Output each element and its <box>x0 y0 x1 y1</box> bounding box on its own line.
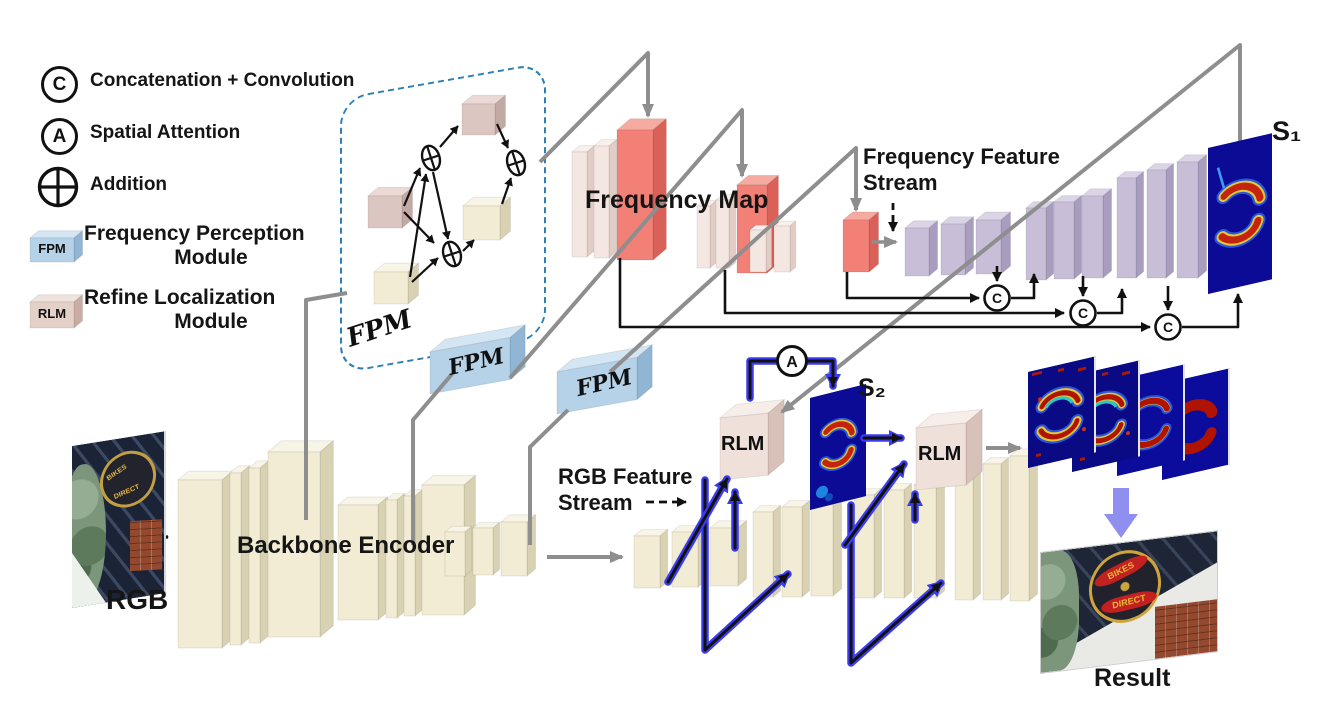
concat-icon: C <box>41 66 78 103</box>
output-map-1 <box>1028 356 1096 468</box>
skip-freq3-to-c1 <box>845 272 980 303</box>
svg-text:C: C <box>1163 319 1173 335</box>
s2-label: S₂ <box>858 374 886 402</box>
skip-freq2-to-c2 <box>723 270 1065 318</box>
gray-connector-wires <box>304 43 1242 563</box>
backbone-encoder-label: Backbone Encoder <box>237 532 455 559</box>
skip-connection-wires <box>140 203 1243 542</box>
fpm-detail-arrows <box>402 123 513 283</box>
attention-icon-letter: A <box>52 125 67 147</box>
concat-icon-letter: C <box>52 73 67 95</box>
addition-icon <box>37 166 79 208</box>
svg-text:C: C <box>992 290 1002 306</box>
legend-rlm-line2: Module <box>174 310 248 333</box>
wire-top-to-rlm1 <box>780 43 1242 414</box>
rgb-stream-label-2: Stream <box>558 490 633 515</box>
arrow-c1-to-purple2 <box>1011 273 1039 300</box>
legend-attention-label: Spatial Attention <box>90 122 241 143</box>
s1-prediction-map <box>1208 133 1272 294</box>
freq-stream-label-1: Frequency Feature <box>863 144 1060 169</box>
freq-stream-label-2: Stream <box>863 170 938 195</box>
legend-concat-label: Concatenation + Convolution <box>90 70 355 91</box>
s2-prediction-map <box>810 384 866 510</box>
legend-fpm-box-label: FPM <box>38 241 66 256</box>
result-arrow-icon <box>1104 488 1138 540</box>
rlm-module-1-label: RLM <box>721 433 765 455</box>
legend-fpm-line2: Module <box>174 246 248 269</box>
concat-node-3: C <box>1154 313 1182 341</box>
concat-node-2: C <box>1069 299 1097 327</box>
legend-fpm-line1: Frequency Perception <box>84 222 305 245</box>
wire-backbone1-to-fpmdetail <box>304 291 348 520</box>
legend-addition-label: Addition <box>90 174 168 195</box>
result-label: Result <box>1094 664 1171 692</box>
rgb-stream-label-1: RGB Feature <box>558 464 693 489</box>
legend-rlm-line1: Refine Localization <box>84 286 276 309</box>
rlm-module-2-label: RLM <box>918 443 962 465</box>
attention-node: A <box>776 345 808 377</box>
s1-label: S₁ <box>1272 116 1302 146</box>
rgb-input-label: RGB <box>106 584 169 615</box>
wire-fpmdetail-to-freqmap1 <box>538 51 654 164</box>
attention-icon: A <box>41 118 78 155</box>
arrow-c3-to-s1 <box>1182 293 1243 329</box>
wire-fpm2-to-freqmap3 <box>608 146 862 374</box>
wire-fpm1-to-freqmap2 <box>508 108 748 380</box>
frequency-map-label: Frequency Map <box>585 186 769 214</box>
fpm-detail-addition-nodes <box>420 144 527 268</box>
legend-rlm-box-label: RLM <box>37 306 67 321</box>
svg-text:C: C <box>1078 305 1088 321</box>
attention-node-letter: A <box>786 354 798 371</box>
skip-freq1-to-c3 <box>618 258 1151 332</box>
wire-backbone3-to-fpm2 <box>528 408 570 545</box>
blue-skip-arrows <box>664 357 945 667</box>
arrow-c2-to-purple3 <box>1097 288 1127 315</box>
concat-node-1: C <box>983 284 1011 312</box>
wire-backbone2-to-fpm1 <box>411 372 454 545</box>
